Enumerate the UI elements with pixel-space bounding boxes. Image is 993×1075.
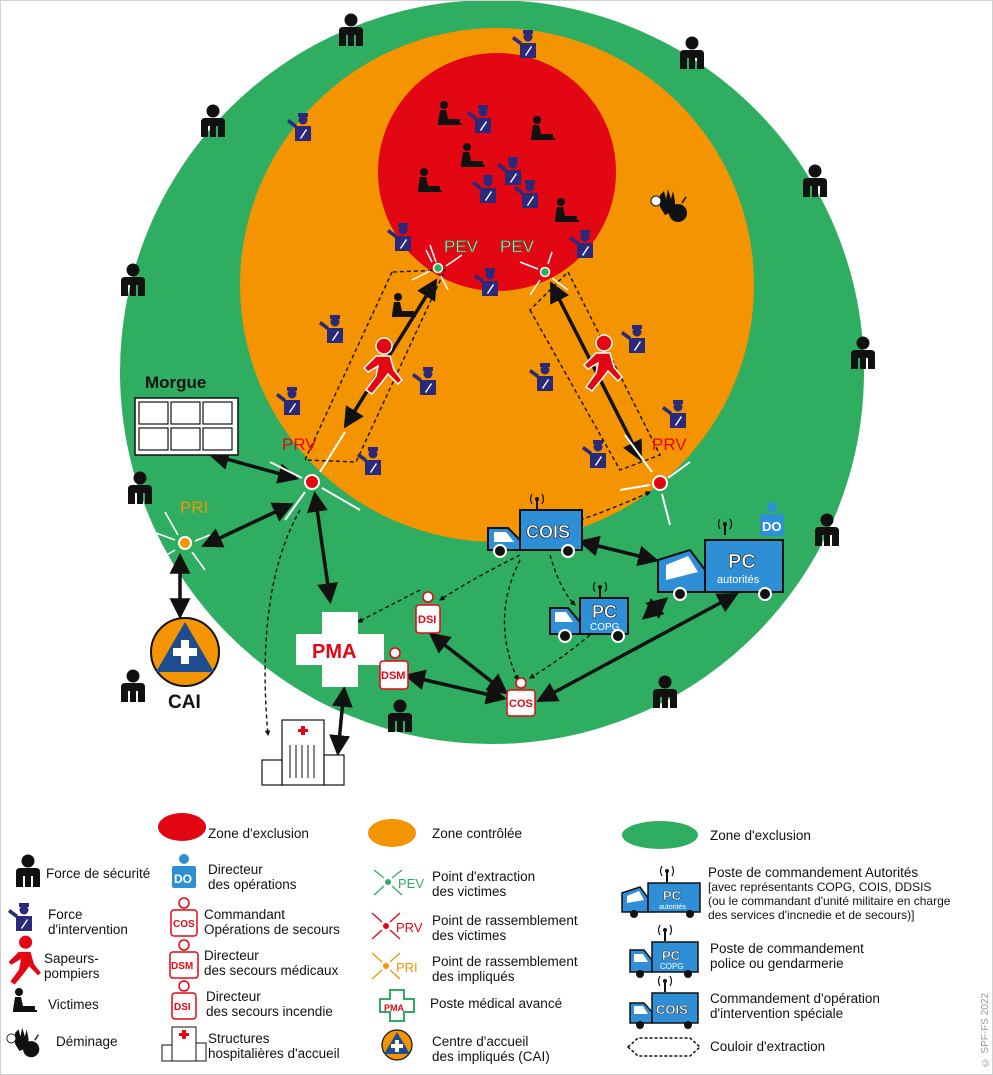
copyright: © SPF-FS 2022 bbox=[980, 992, 991, 1067]
legend-zone-green: Zone d'exclusion bbox=[710, 828, 811, 843]
svg-text:COIS: COIS bbox=[656, 1002, 688, 1017]
legend-hospital-icon bbox=[161, 1026, 207, 1062]
dsi-label: DSI bbox=[418, 614, 436, 626]
pev-label: PEV bbox=[444, 237, 479, 256]
dsi-icon: DSI bbox=[415, 591, 441, 634]
svg-text:PC: PC bbox=[663, 888, 682, 903]
pc-autorites-truck: PC autorités DO bbox=[657, 502, 784, 601]
legend-dsm-icon: DSM bbox=[169, 939, 199, 979]
legend-intervention-icon bbox=[8, 903, 32, 931]
legend-swatch-green bbox=[622, 821, 698, 849]
legend-bomb-icon bbox=[6, 1026, 40, 1058]
legend-zone-orange: Zone contrôlée bbox=[432, 826, 523, 841]
legend-pc-copg-icon: PC COPG bbox=[629, 924, 699, 978]
legend-sapeurs: Sapeurs-pompiers bbox=[44, 951, 100, 981]
cois-label: COIS bbox=[526, 522, 570, 542]
legend-victimes: Victimes bbox=[48, 997, 99, 1012]
prv-point-right: PRV bbox=[619, 434, 691, 526]
copg-label: COPG bbox=[590, 622, 620, 633]
legend-force-securite: Force de sécurité bbox=[46, 866, 151, 881]
prv-label: PRV bbox=[652, 435, 687, 454]
legend-dsi-icon: DSI bbox=[171, 980, 197, 1020]
legend-deminage: Déminage bbox=[56, 1034, 118, 1049]
cos-icon: COS bbox=[506, 677, 536, 717]
dsm-label: DSM bbox=[381, 670, 405, 682]
svg-text:PRI: PRI bbox=[396, 960, 418, 975]
svg-text:COS: COS bbox=[173, 919, 195, 930]
prv-label: PRV bbox=[282, 435, 317, 454]
cai-label: CAI bbox=[168, 692, 201, 713]
pma-icon: PMA bbox=[296, 612, 384, 687]
cai-icon: CAI bbox=[150, 617, 220, 713]
hospital-icon bbox=[261, 719, 345, 786]
legend-pri-icon: PRI bbox=[371, 952, 418, 980]
legend-security-icon bbox=[16, 854, 40, 887]
legend-couloir: Couloir d'extraction bbox=[710, 1039, 826, 1054]
legend-firefighter-icon bbox=[6, 934, 43, 987]
legend-cois-icon: COIS bbox=[629, 975, 699, 1029]
legend-pma-icon: PMA bbox=[379, 989, 415, 1022]
pc-label: PC bbox=[728, 551, 756, 573]
legend-zone-red: Zone d'exclusion bbox=[208, 826, 309, 841]
svg-text:autorités: autorités bbox=[659, 904, 686, 911]
legend-swatch-red bbox=[158, 813, 206, 841]
legend-do-icon: DO bbox=[172, 854, 196, 888]
legend-pc-autorites: Poste de commandement Autorités [avec re… bbox=[708, 865, 951, 922]
svg-text:DSM: DSM bbox=[171, 961, 193, 972]
svg-text:PEV: PEV bbox=[398, 876, 424, 891]
cois-truck: COIS bbox=[487, 493, 583, 558]
svg-text:PC: PC bbox=[662, 948, 681, 963]
autorites-label: autorités bbox=[717, 574, 760, 586]
svg-text:DSI: DSI bbox=[174, 1002, 191, 1013]
svg-text:DO: DO bbox=[174, 872, 192, 886]
pev-point-left: PEV bbox=[411, 237, 479, 291]
pc-label: PC bbox=[592, 602, 617, 622]
legend-corridor-icon bbox=[626, 1037, 702, 1057]
legend-cai-icon bbox=[381, 1029, 413, 1061]
do-label: DO bbox=[762, 519, 782, 534]
morgue: Morgue bbox=[134, 373, 239, 456]
pev-point-right: PEV bbox=[500, 237, 569, 296]
legend-pma: Poste médical avancé bbox=[430, 996, 563, 1011]
pma-label: PMA bbox=[312, 641, 356, 663]
legend-pc-autorites-icon: PC autorités bbox=[621, 865, 701, 918]
morgue-label: Morgue bbox=[145, 373, 206, 392]
prv-point-left: PRV bbox=[269, 431, 361, 521]
svg-text:PMA: PMA bbox=[384, 1003, 405, 1013]
zone-exclusion-inner bbox=[378, 53, 616, 291]
pri-point: PRI bbox=[147, 498, 211, 571]
svg-text:COPG: COPG bbox=[660, 962, 684, 971]
legend-cos-icon: COS bbox=[170, 897, 198, 937]
dsm-icon: DSM bbox=[379, 647, 409, 690]
svg-text:PRV: PRV bbox=[396, 920, 423, 935]
pc-copg-truck: PC COPG bbox=[549, 581, 629, 643]
legend-victim-icon bbox=[13, 988, 37, 1012]
legend-prv-icon: PRV bbox=[371, 912, 423, 940]
legend-swatch-orange bbox=[368, 819, 416, 847]
legend-pev-icon: PEV bbox=[373, 869, 424, 896]
pri-label: PRI bbox=[180, 498, 208, 517]
pev-label: PEV bbox=[500, 237, 535, 256]
cos-label: COS bbox=[509, 698, 533, 710]
